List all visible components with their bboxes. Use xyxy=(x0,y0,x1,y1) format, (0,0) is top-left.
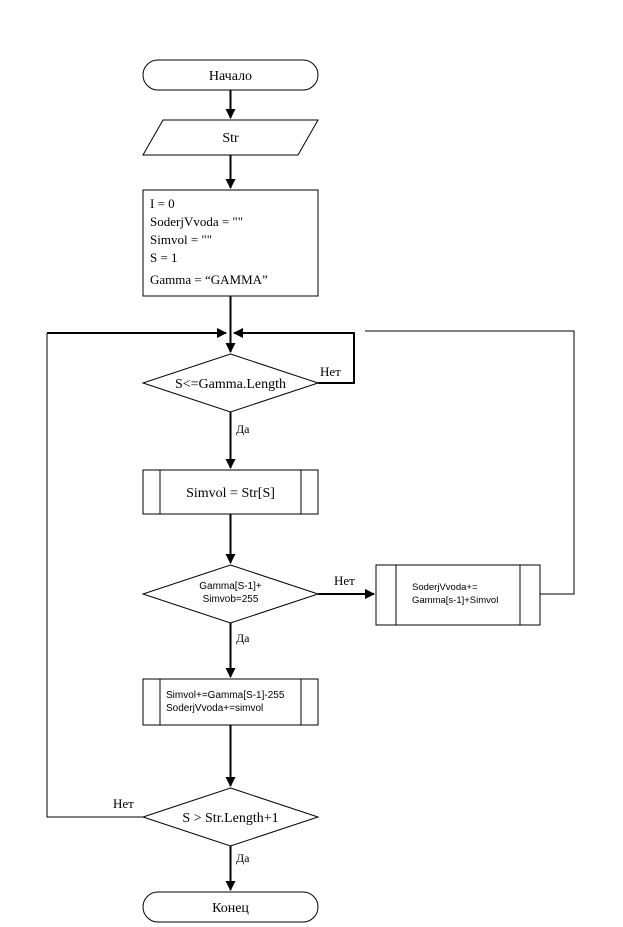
overflow-process-line-1: Simvol+=Gamma[S-1]-255 xyxy=(166,690,285,701)
overflow-process-box: Simvol+=Gamma[S-1]-255 SoderjVvoda+=simv… xyxy=(142,678,319,726)
end-terminator: Конец xyxy=(142,891,319,923)
start-terminator: Начало xyxy=(142,59,319,91)
input-parallelogram: Str xyxy=(142,119,319,156)
no-overflow-line-1: SoderjVvoda+= xyxy=(412,582,478,593)
loop-condition-label: S<=Gamma.Length xyxy=(175,377,286,392)
overflow-condition-line-2: Simvob=255 xyxy=(203,594,259,605)
init-line-1: I = 0 xyxy=(150,196,175,211)
overflow-condition-line-1: Gamma[S-1]+ xyxy=(199,581,262,592)
init-line-3: Simvol = "" xyxy=(150,232,212,247)
flow-end-no-left xyxy=(46,333,143,818)
flow-no-overflow-return xyxy=(365,330,575,595)
init-process-box: I = 0 SoderjVvoda = "" Simvol = "" S = 1… xyxy=(142,189,319,297)
no-overflow-process-box: SoderjVvoda+= Gamma[s-1]+Simvol xyxy=(375,564,541,626)
assign-symbol-label: Simvol = Str[S] xyxy=(186,486,275,501)
overflow-no-label: Нет xyxy=(334,573,355,588)
overflow-yes-label: Да xyxy=(236,631,250,645)
end-label: Конец xyxy=(212,901,249,916)
no-overflow-line-2: Gamma[s-1]+Simvol xyxy=(412,595,498,606)
loop-no-label: Нет xyxy=(320,364,341,379)
init-line-2: SoderjVvoda = "" xyxy=(150,214,243,229)
overflow-process-line-2: SoderjVvoda+=simvol xyxy=(166,703,263,714)
overflow-condition-diamond: Gamma[S-1]+ Simvob=255 xyxy=(141,564,320,624)
init-line-5: Gamma = “GAMMA” xyxy=(150,272,268,287)
init-line-4: S = 1 xyxy=(150,250,178,265)
loop-yes-label: Да xyxy=(236,422,250,436)
end-yes-label: Да xyxy=(236,851,250,865)
start-label: Начало xyxy=(209,69,252,84)
end-condition-diamond: S > Str.Length+1 xyxy=(141,787,320,847)
loop-condition-diamond: S<=Gamma.Length xyxy=(141,353,320,413)
input-label: Str xyxy=(222,131,239,146)
flow-loop-no xyxy=(233,328,355,384)
end-no-label: Нет xyxy=(113,796,134,811)
assign-symbol-box: Simvol = Str[S] xyxy=(142,469,319,515)
end-condition-label: S > Str.Length+1 xyxy=(182,811,278,826)
